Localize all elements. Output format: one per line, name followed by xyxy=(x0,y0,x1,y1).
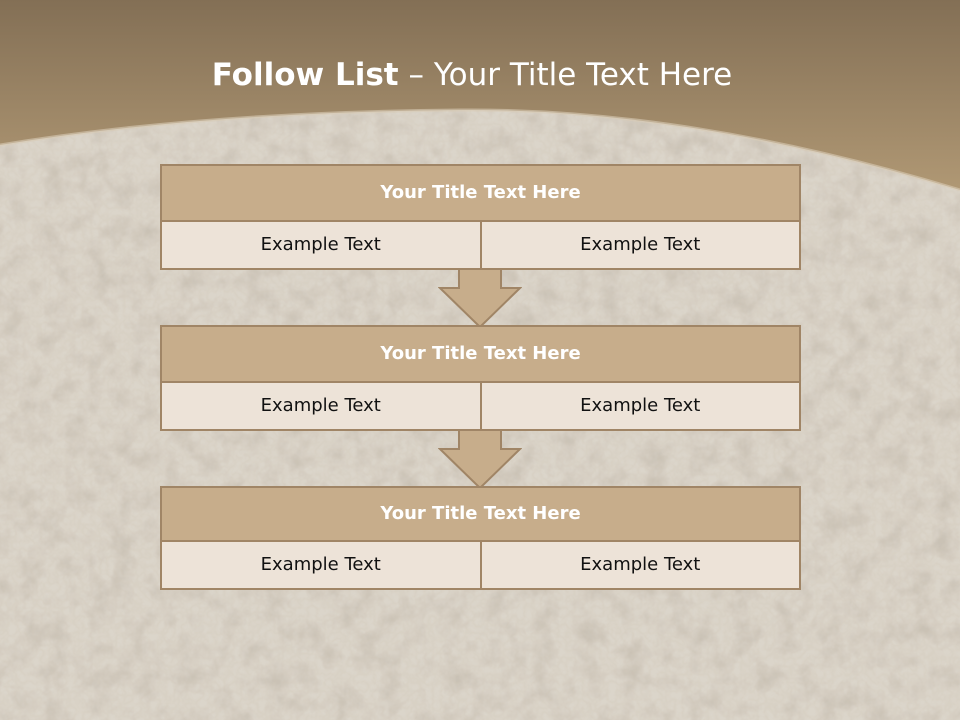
step-right-text: Example Text xyxy=(479,220,801,270)
step-left-text: Example Text xyxy=(160,220,482,270)
step-block: Your Title Text Here Example Text Exampl… xyxy=(160,486,801,590)
step-title: Your Title Text Here xyxy=(160,325,801,383)
down-arrow-icon xyxy=(438,429,522,489)
down-arrow-icon xyxy=(438,268,522,328)
step-right-text: Example Text xyxy=(479,540,801,590)
step-row: Example Text Example Text xyxy=(160,220,801,270)
slide-title-rest: – Your Title Text Here xyxy=(398,57,733,93)
title-band xyxy=(0,0,960,190)
step-row: Example Text Example Text xyxy=(160,540,801,590)
step-left-text: Example Text xyxy=(160,381,482,431)
slide-title: Follow List – Your Title Text Here xyxy=(0,52,944,98)
slide-title-bold: Follow List xyxy=(211,57,399,93)
step-block: Your Title Text Here Example Text Exampl… xyxy=(160,164,801,270)
step-right-text: Example Text xyxy=(479,381,801,431)
step-left-text: Example Text xyxy=(160,540,482,590)
step-block: Your Title Text Here Example Text Exampl… xyxy=(160,325,801,431)
step-title: Your Title Text Here xyxy=(160,486,801,542)
step-row: Example Text Example Text xyxy=(160,381,801,431)
step-title: Your Title Text Here xyxy=(160,164,801,222)
